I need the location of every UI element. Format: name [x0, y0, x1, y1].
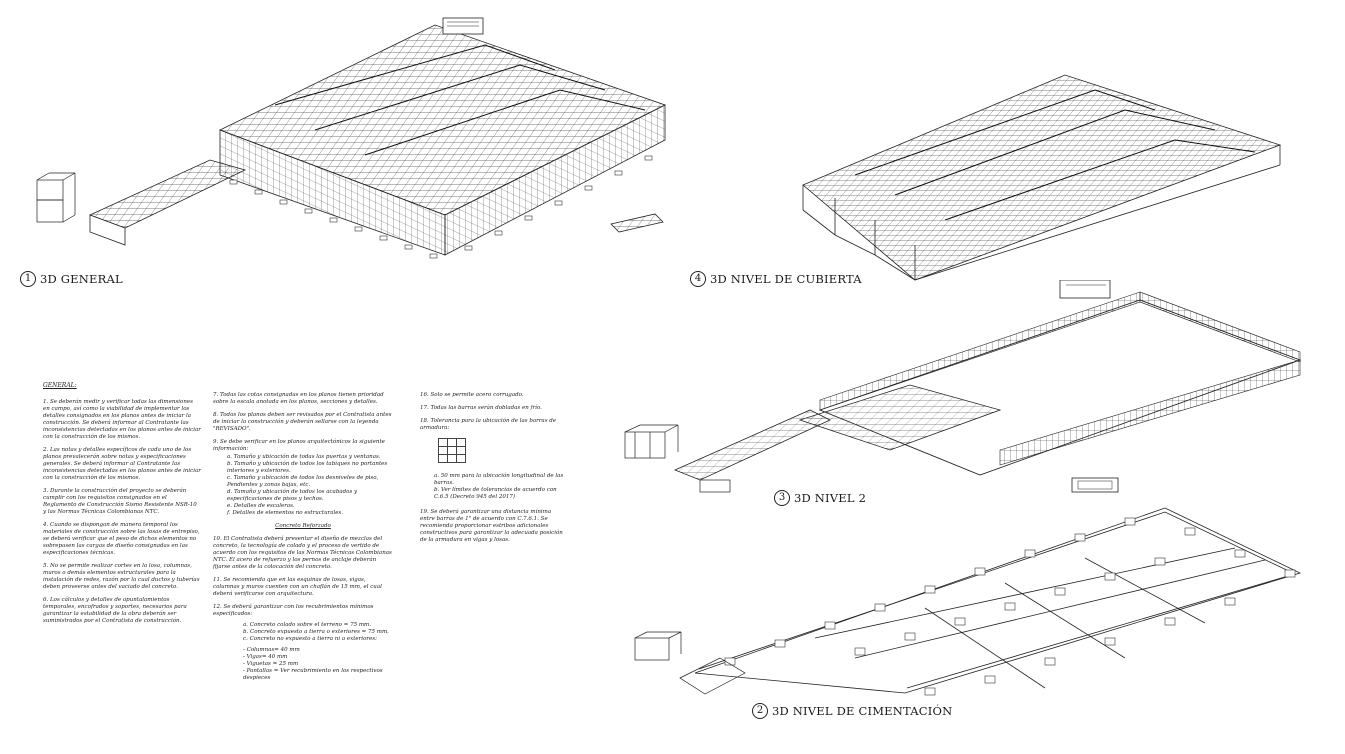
cover-vigas: - Vigas= 40 mm: [243, 654, 288, 660]
view-3d-general: [15, 10, 675, 270]
drawing-3d-general: [36, 17, 667, 259]
note-9-d: d. Tamaño y ubicación de todos los acaba…: [227, 489, 358, 502]
view-3d-nivel-2: [620, 280, 1310, 500]
note-17: 17. Todas las barras serán dobladas en f…: [420, 405, 542, 411]
note-10: 10. El Contratista deberá presentar el d…: [213, 536, 392, 570]
drawing-3d-cimentacion: [634, 507, 1302, 696]
note-9: 9. Se debe verificar en los planos arqui…: [213, 439, 385, 452]
note-18-b: b. Ver límites de tolerancias de acuerdo…: [434, 487, 557, 500]
note-12-c: c. Concreto no expuesto a tierra ni a ex…: [243, 636, 377, 642]
view-label: 3D NIVEL DE CUBIERTA: [710, 272, 862, 286]
note-2: 2. Las notas y detalles específicos de c…: [43, 447, 201, 481]
general-notes-col2: 7. Todas las cotas consignadas en los pl…: [213, 392, 393, 682]
view-label: 3D NIVEL 2: [794, 491, 867, 505]
note-9-b: b. Tamaño y ubicación de todos los tabiq…: [227, 461, 388, 474]
general-notes-col3: 16. Solo se permite acero corrugado. 17.…: [420, 392, 565, 550]
note-9-a: a. Tamaño y ubicación de todas las puert…: [227, 454, 381, 460]
view-3d-nivel-cubierta: [795, 70, 1285, 285]
view-number: 3: [774, 490, 790, 506]
view-number: 4: [690, 271, 706, 287]
note-5: 5. No se permite realizar cortes en la l…: [43, 563, 200, 590]
concreto-reforzado-heading: Concreto Reforzado: [275, 523, 331, 529]
note-16: 16. Solo se permite acero corrugado.: [420, 392, 524, 398]
view-label: 3D NIVEL DE CIMENTACIÓN: [772, 704, 953, 718]
note-9-f: f. Detalles de elementos no estructurale…: [227, 510, 344, 516]
note-1: 1. Se deberán medir y verificar todas la…: [43, 399, 201, 440]
note-19: 19. Se deberá garantizar una distancia m…: [420, 509, 563, 543]
view-title-3d-general: 1 3D GENERAL: [20, 271, 123, 287]
note-4: 4. Cuando se dispongan de manera tempora…: [43, 522, 200, 556]
note-7: 7. Todas las cotas consignadas en los pl…: [213, 392, 384, 405]
note-9-e: e. Detalles de escaleras.: [227, 503, 295, 509]
drawing-3d-cubierta: [802, 74, 1282, 281]
notes-heading: GENERAL:: [43, 382, 77, 389]
cover-pantallas: - Pantallas = Ver recubrimiento en los r…: [243, 668, 383, 681]
note-9-c: c. Tamaño y ubicación de todos los desni…: [227, 475, 379, 488]
view-label: 3D GENERAL: [40, 272, 123, 286]
note-12-a: a. Concreto colado sobre el terreno = 75…: [243, 622, 371, 628]
view-title-3d-cimentacion: 2 3D NIVEL DE CIMENTACIÓN: [752, 703, 952, 719]
note-3: 3. Durante la construcción del proyecto …: [43, 488, 197, 515]
note-18: 18. Tolerancia para la ubicación de las …: [420, 418, 557, 431]
note-8: 8. Todos los planos deben ser revisados …: [213, 412, 392, 432]
drawing-3d-nivel-2: [624, 280, 1302, 493]
tolerance-table: [438, 438, 466, 463]
view-title-3d-cubierta: 4 3D NIVEL DE CUBIERTA: [690, 271, 862, 287]
note-12: 12. Se deberá garantizar con los recubri…: [213, 604, 374, 617]
note-6: 6. Los cálculos y detalles de apuntalami…: [43, 597, 187, 624]
view-title-3d-nivel-2: 3 3D NIVEL 2: [774, 490, 866, 506]
cover-columnas: - Columnas= 40 mm: [243, 647, 300, 653]
view-3d-nivel-cimentacion: [625, 498, 1315, 698]
cover-viguetas: - Viguetas = 25 mm: [243, 661, 299, 667]
view-number: 1: [20, 271, 36, 287]
view-number: 2: [752, 703, 768, 719]
note-18-a: a. 50 mm para la ubicación longitudinal …: [434, 473, 564, 486]
general-notes-col1: GENERAL: 1. Se deberán medir y verificar…: [43, 382, 201, 631]
note-11: 11. Se recomienda que en las esquinas de…: [213, 577, 382, 597]
note-12-b: b. Concreto expuesto a tierra o exterior…: [243, 629, 389, 635]
